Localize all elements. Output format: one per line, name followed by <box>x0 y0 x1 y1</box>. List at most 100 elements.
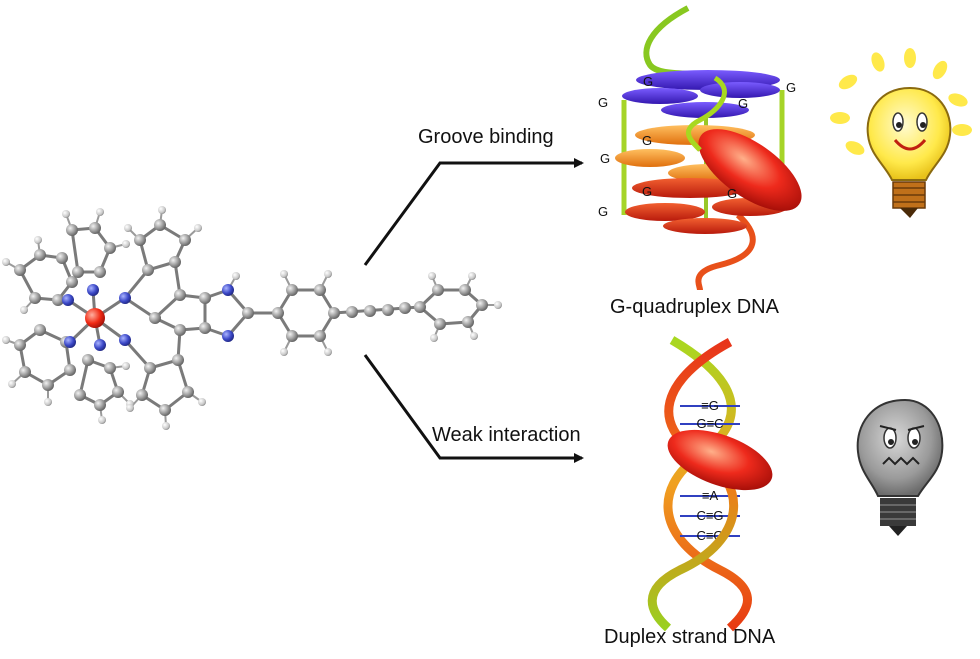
g-label: G <box>598 204 608 219</box>
g-label: G <box>727 186 737 201</box>
carbon-atom <box>314 284 326 296</box>
carbon-atom <box>136 389 148 401</box>
hydrogen-atom <box>34 236 42 244</box>
carbon-atom <box>144 362 156 374</box>
carbon-atom <box>434 318 446 330</box>
groove-binding-arrow <box>363 158 584 266</box>
nitrogen-atom <box>87 284 99 296</box>
carbon-atom <box>104 362 116 374</box>
carbon-atom <box>89 222 101 234</box>
carbon-atom <box>104 242 116 254</box>
carbon-atom <box>34 249 46 261</box>
carbon-atom <box>199 322 211 334</box>
hydrogen-atom <box>158 206 166 214</box>
hydrogen-atom <box>44 398 52 406</box>
hydrogen-atom <box>468 272 476 280</box>
carbon-atom <box>172 354 184 366</box>
carbon-atom <box>14 264 26 276</box>
ligand-disc-icon <box>698 129 802 211</box>
carbon-atom <box>364 305 376 317</box>
carbon-atom <box>169 256 181 268</box>
weak-interaction-label: Weak interaction <box>432 424 581 446</box>
sad-bulb-icon <box>856 398 944 536</box>
base-pair-label: G≡C <box>696 416 723 431</box>
carbon-atom <box>459 284 471 296</box>
hydrogen-atom <box>2 258 10 266</box>
hydrogen-atom <box>470 332 478 340</box>
nitrogen-atom <box>62 294 74 306</box>
g-quadruplex-illustration: G G G G G G G G G <box>598 5 802 291</box>
carbon-atom <box>134 234 146 246</box>
carbon-atom <box>66 276 78 288</box>
hydrogen-atom <box>96 208 104 216</box>
hydrogen-atom <box>8 380 16 388</box>
carbon-atom <box>328 307 340 319</box>
nitrogen-atom <box>94 339 106 351</box>
carbon-atom <box>112 386 124 398</box>
hydrogen-atom <box>324 270 332 278</box>
hydrogen-atom <box>324 348 332 356</box>
carbon-atom <box>476 299 488 311</box>
nitrogen-atom <box>222 284 234 296</box>
carbon-atom <box>286 284 298 296</box>
hydrogen-atom <box>232 272 240 280</box>
groove-binding-label: Groove binding <box>418 126 554 148</box>
nitrogen-atom <box>64 336 76 348</box>
carbon-atom <box>462 316 474 328</box>
carbon-atom <box>74 389 86 401</box>
carbon-atom <box>42 379 54 391</box>
carbon-atom <box>94 266 106 278</box>
carbon-atom <box>242 307 254 319</box>
g-label: G <box>642 133 652 148</box>
weak-interaction-arrow <box>363 354 584 463</box>
carbon-atom <box>29 292 41 304</box>
metal-center-atom <box>85 308 105 328</box>
hydrogen-atom <box>428 272 436 280</box>
carbon-atom <box>346 306 358 318</box>
hydrogen-atom <box>124 224 132 232</box>
carbon-atom <box>182 386 194 398</box>
carbon-atom <box>174 289 186 301</box>
base-pair-label: ≡G <box>701 398 719 413</box>
carbon-atom <box>142 264 154 276</box>
g-label: G <box>642 184 652 199</box>
hydrogen-atom <box>194 224 202 232</box>
nitrogen-atom <box>222 330 234 342</box>
base-pair-label: C≡G <box>696 508 723 523</box>
hydrogen-atom <box>430 334 438 342</box>
g-label: G <box>786 80 796 95</box>
carbon-atom <box>159 404 171 416</box>
hydrogen-atom <box>198 398 206 406</box>
hydrogen-atom <box>20 306 28 314</box>
molecule-icon <box>2 206 502 430</box>
hydrogen-atom <box>162 422 170 430</box>
hydrogen-atom <box>280 270 288 278</box>
carbon-atom <box>286 330 298 342</box>
carbon-atom <box>72 266 84 278</box>
g-label: G <box>600 151 610 166</box>
carbon-atom <box>66 224 78 236</box>
carbon-atom <box>272 307 284 319</box>
carbon-atom <box>314 330 326 342</box>
carbon-atom <box>399 302 411 314</box>
g-label: G <box>738 96 748 111</box>
carbon-atom <box>179 234 191 246</box>
carbon-atom <box>382 304 394 316</box>
happy-bulb-icon <box>830 48 972 218</box>
carbon-atom <box>14 339 26 351</box>
hydrogen-atom <box>2 336 10 344</box>
g-label: G <box>598 95 608 110</box>
carbon-atom <box>64 364 76 376</box>
hydrogen-atom <box>122 362 130 370</box>
nitrogen-atom <box>119 292 131 304</box>
hydrogen-atom <box>126 404 134 412</box>
nitrogen-atom <box>119 334 131 346</box>
carbon-atom <box>154 219 166 231</box>
carbon-atom <box>19 366 31 378</box>
carbon-atom <box>56 252 68 264</box>
hydrogen-atom <box>98 416 106 424</box>
ligand-disc-icon <box>667 429 773 491</box>
hydrogen-atom <box>62 210 70 218</box>
carbon-atom <box>82 354 94 366</box>
